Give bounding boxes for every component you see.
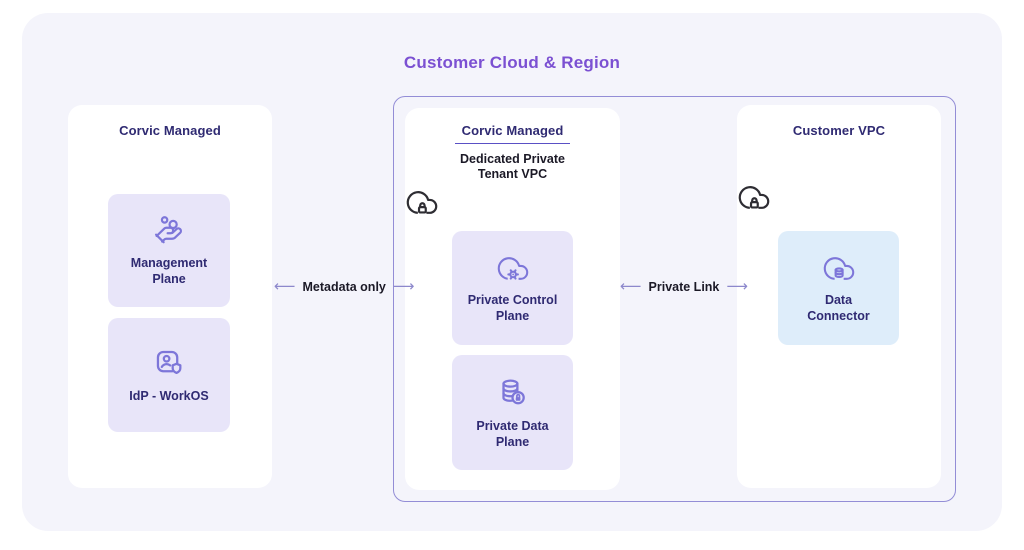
panel-dedicated-private-tenant-vpc: Corvic Managed Dedicated Private Tenant … xyxy=(405,108,620,490)
customer-cloud-region-border xyxy=(393,96,956,502)
card-data-connector-label: Data Connector xyxy=(807,292,870,323)
card-idp-workos: IdP - WorkOS xyxy=(108,318,230,432)
panel-tenant-vpc-header: Corvic Managed xyxy=(405,123,620,144)
panel-customer-vpc-header: Customer VPC xyxy=(792,123,886,138)
panel-customer-vpc: Customer VPC Data Connector xyxy=(737,105,941,488)
connection-private-link-label: Private Link xyxy=(648,279,720,294)
database-lock-icon xyxy=(496,376,530,410)
diagram-canvas: Customer Cloud & Region Corvic Managed M… xyxy=(22,13,1002,531)
panel-corvic-managed: Corvic Managed Management Plane xyxy=(68,105,272,488)
card-management-plane-label: Management Plane xyxy=(130,256,208,286)
cloud-lock-icon xyxy=(737,182,941,213)
card-private-control-plane-label: Private Control Plane xyxy=(467,292,558,323)
connection-metadata-only-label: Metadata only xyxy=(302,279,386,294)
user-shield-icon xyxy=(152,346,186,380)
connection-metadata-only: ⟵ Metadata only ⟶ xyxy=(274,279,414,294)
card-private-data-plane-label: Private Data Plane xyxy=(476,418,549,449)
arrow-right-icon: ⟶ xyxy=(392,277,415,295)
panel-tenant-vpc-header-text: Corvic Managed xyxy=(454,123,571,144)
connection-private-link: ⟵ Private Link ⟶ xyxy=(620,279,748,294)
cloud-lock-icon xyxy=(405,187,620,218)
cloud-gear-icon xyxy=(496,253,530,284)
card-idp-workos-label: IdP - WorkOS xyxy=(129,389,209,403)
arrow-left-icon: ⟵ xyxy=(274,277,296,295)
card-data-connector: Data Connector xyxy=(778,231,899,345)
cloud-database-icon xyxy=(822,253,856,284)
card-private-control-plane: Private Control Plane xyxy=(452,231,573,345)
arrow-right-icon: ⟶ xyxy=(726,277,748,295)
arrow-left-icon: ⟵ xyxy=(620,277,642,295)
card-private-data-plane: Private Data Plane xyxy=(452,355,573,470)
panel-corvic-managed-header: Corvic Managed xyxy=(119,123,221,138)
page-title: Customer Cloud & Region xyxy=(403,53,621,72)
hand-coins-icon xyxy=(151,214,187,247)
card-management-plane: Management Plane xyxy=(108,194,230,307)
panel-tenant-vpc-subheader: Dedicated Private Tenant VPC xyxy=(460,152,565,181)
